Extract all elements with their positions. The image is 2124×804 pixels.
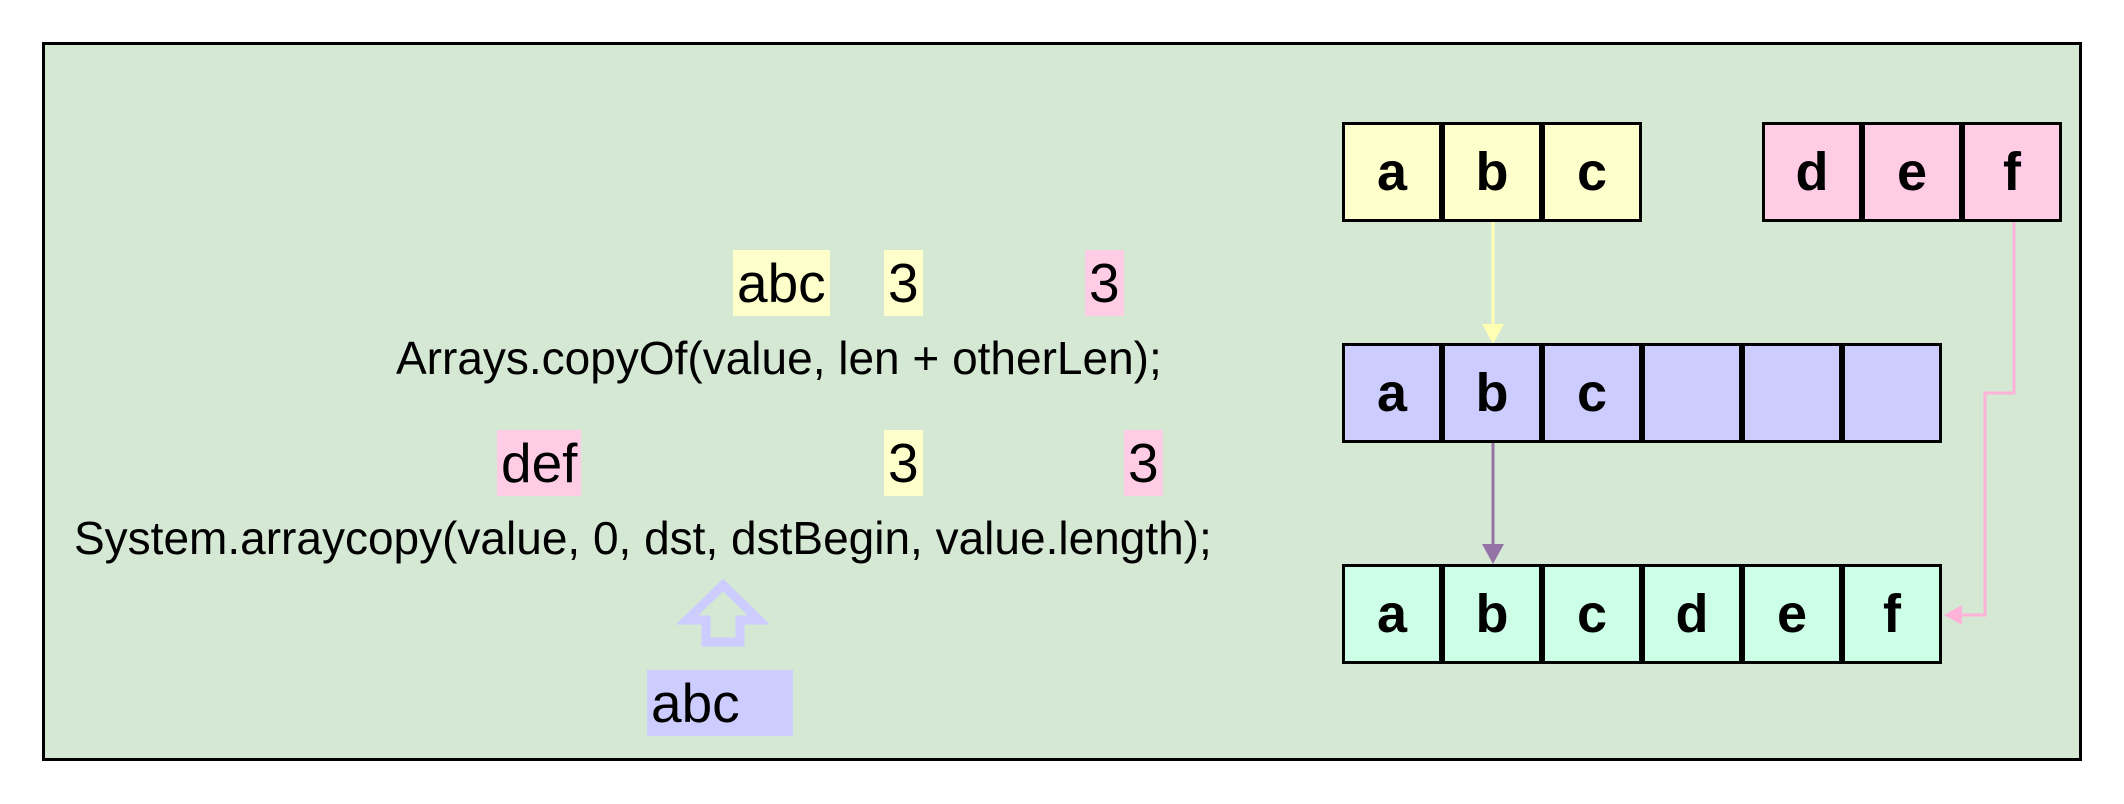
annotation-length-3: 3 xyxy=(1124,430,1163,496)
annotation-dstbegin-3: 3 xyxy=(884,430,923,496)
code-line-arraycopy: System.arraycopy(value, 0, dst, dstBegin… xyxy=(74,512,1212,564)
array-cell: e xyxy=(1742,564,1842,664)
array-cell: f xyxy=(1842,564,1942,664)
array-cell: d xyxy=(1762,122,1862,222)
array-cell: c xyxy=(1542,343,1642,443)
array-cell: f xyxy=(1962,122,2062,222)
array-cell: b xyxy=(1442,122,1542,222)
dst-array-label: abc xyxy=(647,670,793,736)
array-cell xyxy=(1742,343,1842,443)
annotation-otherlen-3: 3 xyxy=(1085,250,1124,316)
array-cell: b xyxy=(1442,343,1542,443)
array-cell: a xyxy=(1342,564,1442,664)
annotation-def-value: def xyxy=(497,430,582,496)
array-cell: b xyxy=(1442,564,1542,664)
array-cell: a xyxy=(1342,122,1442,222)
array-cell: c xyxy=(1542,564,1642,664)
array-cell: a xyxy=(1342,343,1442,443)
array-cell: d xyxy=(1642,564,1742,664)
code-line-copyof: Arrays.copyOf(value, len + otherLen); xyxy=(396,332,1162,384)
array-cell xyxy=(1642,343,1742,443)
annotation-len-3: 3 xyxy=(884,250,923,316)
annotation-abc-value: abc xyxy=(733,250,830,316)
array-cell: c xyxy=(1542,122,1642,222)
array-cell: e xyxy=(1862,122,1962,222)
array-cell xyxy=(1842,343,1942,443)
